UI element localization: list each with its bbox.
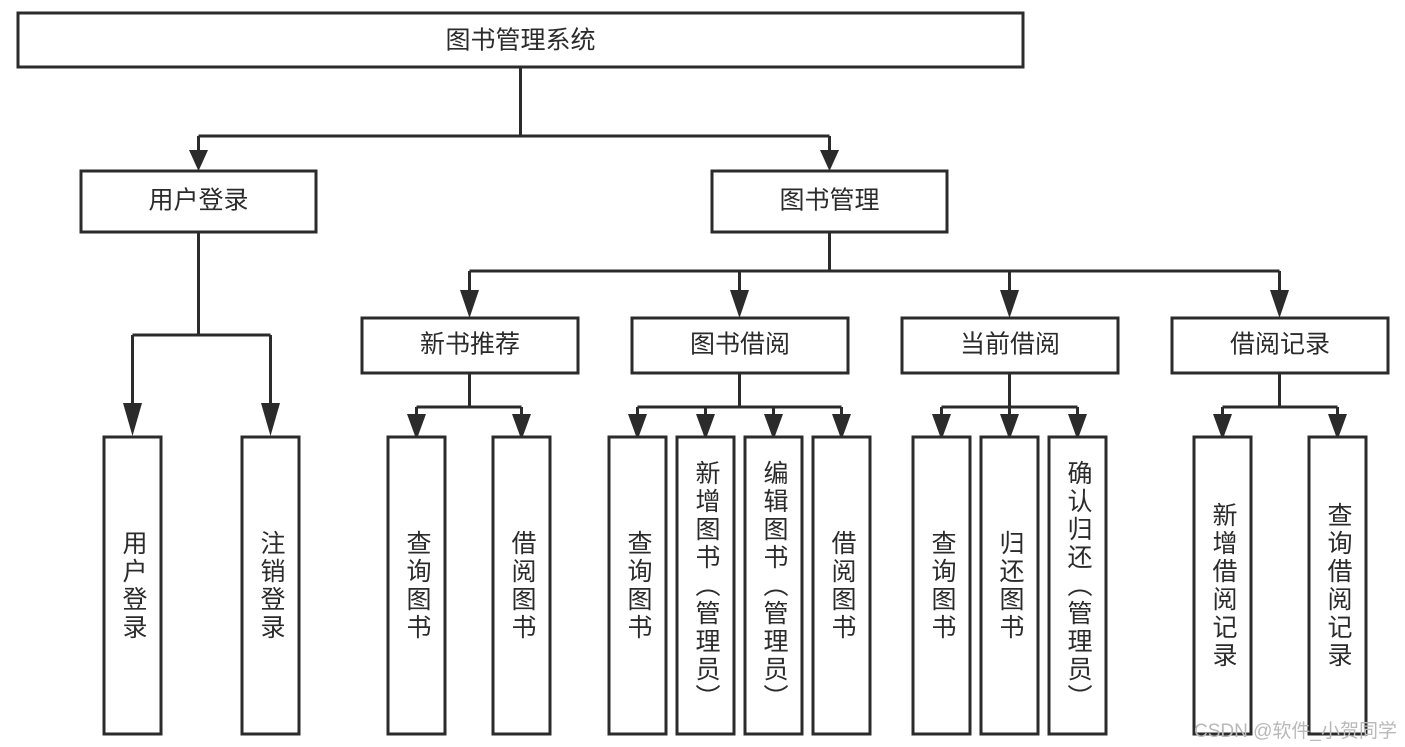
- node-leaf-bb-add-box[interactable]: [675, 435, 736, 736]
- arrow-head-nb-leaf-2: [512, 414, 531, 440]
- arrow-head-bb-leaf-4: [832, 414, 851, 440]
- arrow-head-book-borrow: [730, 290, 749, 318]
- node-root-box[interactable]: [16, 11, 1025, 69]
- node-leaf-cb-query-box[interactable]: [911, 435, 972, 736]
- node-layer: 图书管理系统 用户登录 图书管理 新书推荐 图书借阅 当前借阅 借阅记录: [16, 11, 1390, 736]
- node-leaf-nb-borrow-box[interactable]: [491, 435, 552, 736]
- arrow-head-cb-leaf-1: [932, 414, 951, 440]
- node-current-borrow-box[interactable]: [900, 316, 1120, 375]
- arrow-head-cb-leaf-2: [1000, 414, 1019, 440]
- node-user-login-box[interactable]: [79, 169, 318, 234]
- arrow-head-br-leaf-2: [1328, 414, 1347, 440]
- node-leaf-bb-query-box[interactable]: [607, 435, 668, 736]
- node-book-borrow-box[interactable]: [630, 316, 850, 375]
- arrow-head-new-book: [460, 290, 479, 318]
- arrow-head-cb-leaf-3: [1068, 414, 1087, 440]
- arrow-head-user-login: [189, 150, 208, 171]
- node-book-borrow-label: 图书借阅: [690, 331, 790, 359]
- arrow-head-nb-leaf-1: [407, 414, 426, 440]
- arrow-head-current-borrow: [1000, 290, 1019, 318]
- node-leaf-cb-confirm-box[interactable]: [1047, 435, 1108, 736]
- arrow-head-leaf-user-login: [123, 403, 142, 436]
- arrow-head-br-leaf-1: [1213, 414, 1232, 440]
- node-book-manage-box[interactable]: [710, 169, 949, 234]
- node-leaf-bb-edit-box[interactable]: [743, 435, 804, 736]
- arrow-head-bb-leaf-3: [764, 414, 783, 440]
- node-book-manage-label: 图书管理: [779, 187, 879, 215]
- node-leaf-user-login-box[interactable]: [102, 435, 163, 736]
- node-leaf-nb-query-box[interactable]: [386, 435, 447, 736]
- node-new-book-recommend-box[interactable]: [360, 316, 580, 375]
- arrow-head-bb-leaf-2: [696, 414, 715, 440]
- connector-layer: [123, 67, 1347, 440]
- arrow-head-book-manage: [820, 150, 839, 171]
- node-user-login-label: 用户登录: [148, 187, 248, 215]
- arrow-head-bb-leaf-1: [628, 414, 647, 440]
- arrow-head-leaf-logout: [261, 403, 280, 436]
- node-borrow-record-box[interactable]: [1170, 316, 1390, 375]
- node-current-borrow-label: 当前借阅: [960, 331, 1060, 359]
- node-leaf-bb-borrow-box[interactable]: [811, 435, 872, 736]
- node-leaf-cb-return-box[interactable]: [979, 435, 1040, 736]
- node-borrow-record-label: 借阅记录: [1230, 331, 1330, 359]
- node-leaf-br-add-box[interactable]: [1192, 435, 1253, 736]
- node-leaf-br-query-box[interactable]: [1307, 435, 1368, 736]
- arrow-head-borrow-record: [1270, 290, 1289, 318]
- node-root-label: 图书管理系统: [445, 27, 595, 55]
- node-leaf-logout-box[interactable]: [240, 435, 301, 736]
- node-new-book-recommend-label: 新书推荐: [420, 331, 520, 359]
